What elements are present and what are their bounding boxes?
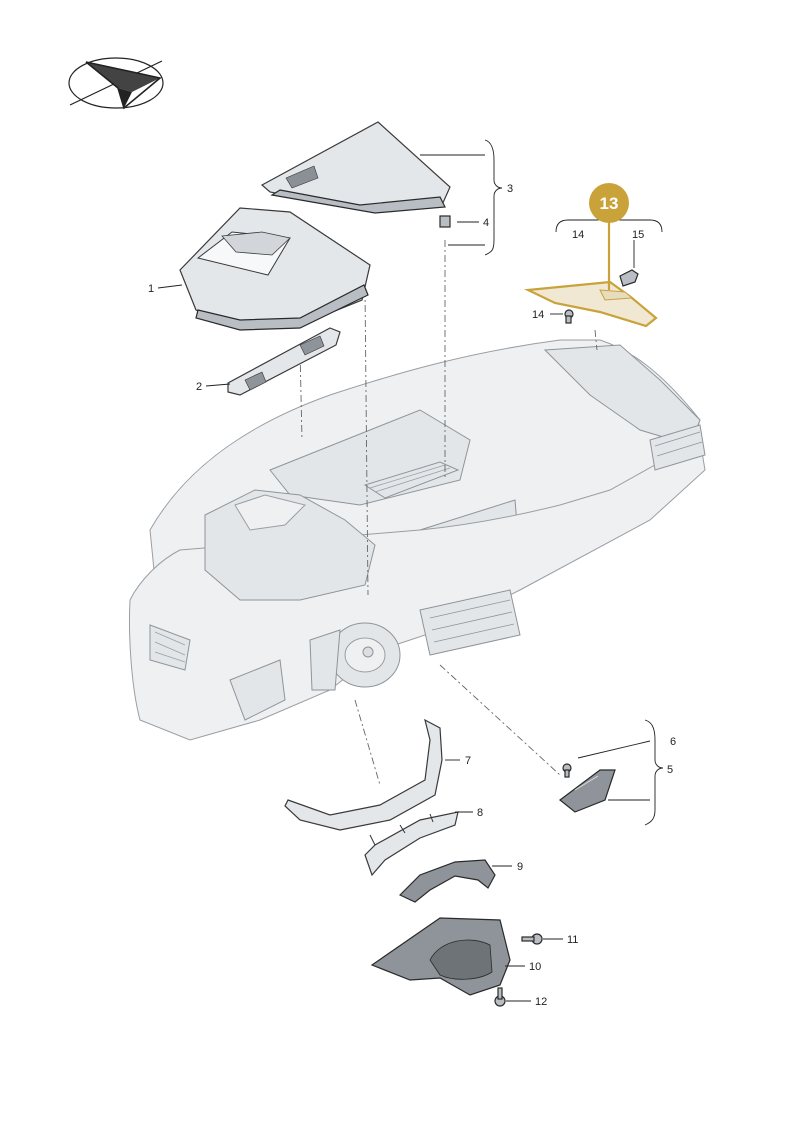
callout-6: 6 xyxy=(670,736,676,748)
callout-11: 11 xyxy=(567,934,578,946)
part-13-cover-highlighted xyxy=(523,280,658,328)
part-1-cluster-hood xyxy=(179,207,371,331)
part-8-bracket xyxy=(364,811,459,877)
badge-number: 13 xyxy=(600,194,619,213)
part-2-bracket xyxy=(227,327,341,396)
callout-3: 3 xyxy=(507,183,513,195)
part-12-screw xyxy=(494,987,506,1007)
part-4-clip xyxy=(439,215,451,228)
callout-14-screw: 14 xyxy=(532,309,544,321)
part-7-trim-strip xyxy=(284,718,443,831)
dashboard-outline xyxy=(128,339,706,741)
callout-5: 5 xyxy=(667,764,673,776)
callout-8: 8 xyxy=(477,807,483,819)
part-10-lower-shroud xyxy=(370,917,511,996)
callout-9: 9 xyxy=(517,861,523,873)
part-9-upper-shroud xyxy=(398,859,496,903)
callout-4: 4 xyxy=(483,217,489,229)
assembly-lines xyxy=(299,240,598,786)
callout-1: 1 xyxy=(148,283,154,295)
highlight-badge-13[interactable]: 13 xyxy=(589,183,629,223)
part-14-screw xyxy=(564,309,574,324)
part-15-clip xyxy=(619,269,639,287)
callout-15: 15 xyxy=(632,229,644,241)
part-5-side-trim xyxy=(559,769,616,813)
part-11-screw xyxy=(521,933,543,945)
part-6-screw xyxy=(562,763,572,778)
callout-10: 10 xyxy=(529,961,541,973)
paper-plane-icon xyxy=(68,57,164,110)
callout-14-top: 14 xyxy=(572,229,584,241)
part-3-upper-cover xyxy=(260,121,451,214)
callout-2: 2 xyxy=(196,381,202,393)
callout-12: 12 xyxy=(535,996,547,1008)
callout-7: 7 xyxy=(465,755,471,767)
